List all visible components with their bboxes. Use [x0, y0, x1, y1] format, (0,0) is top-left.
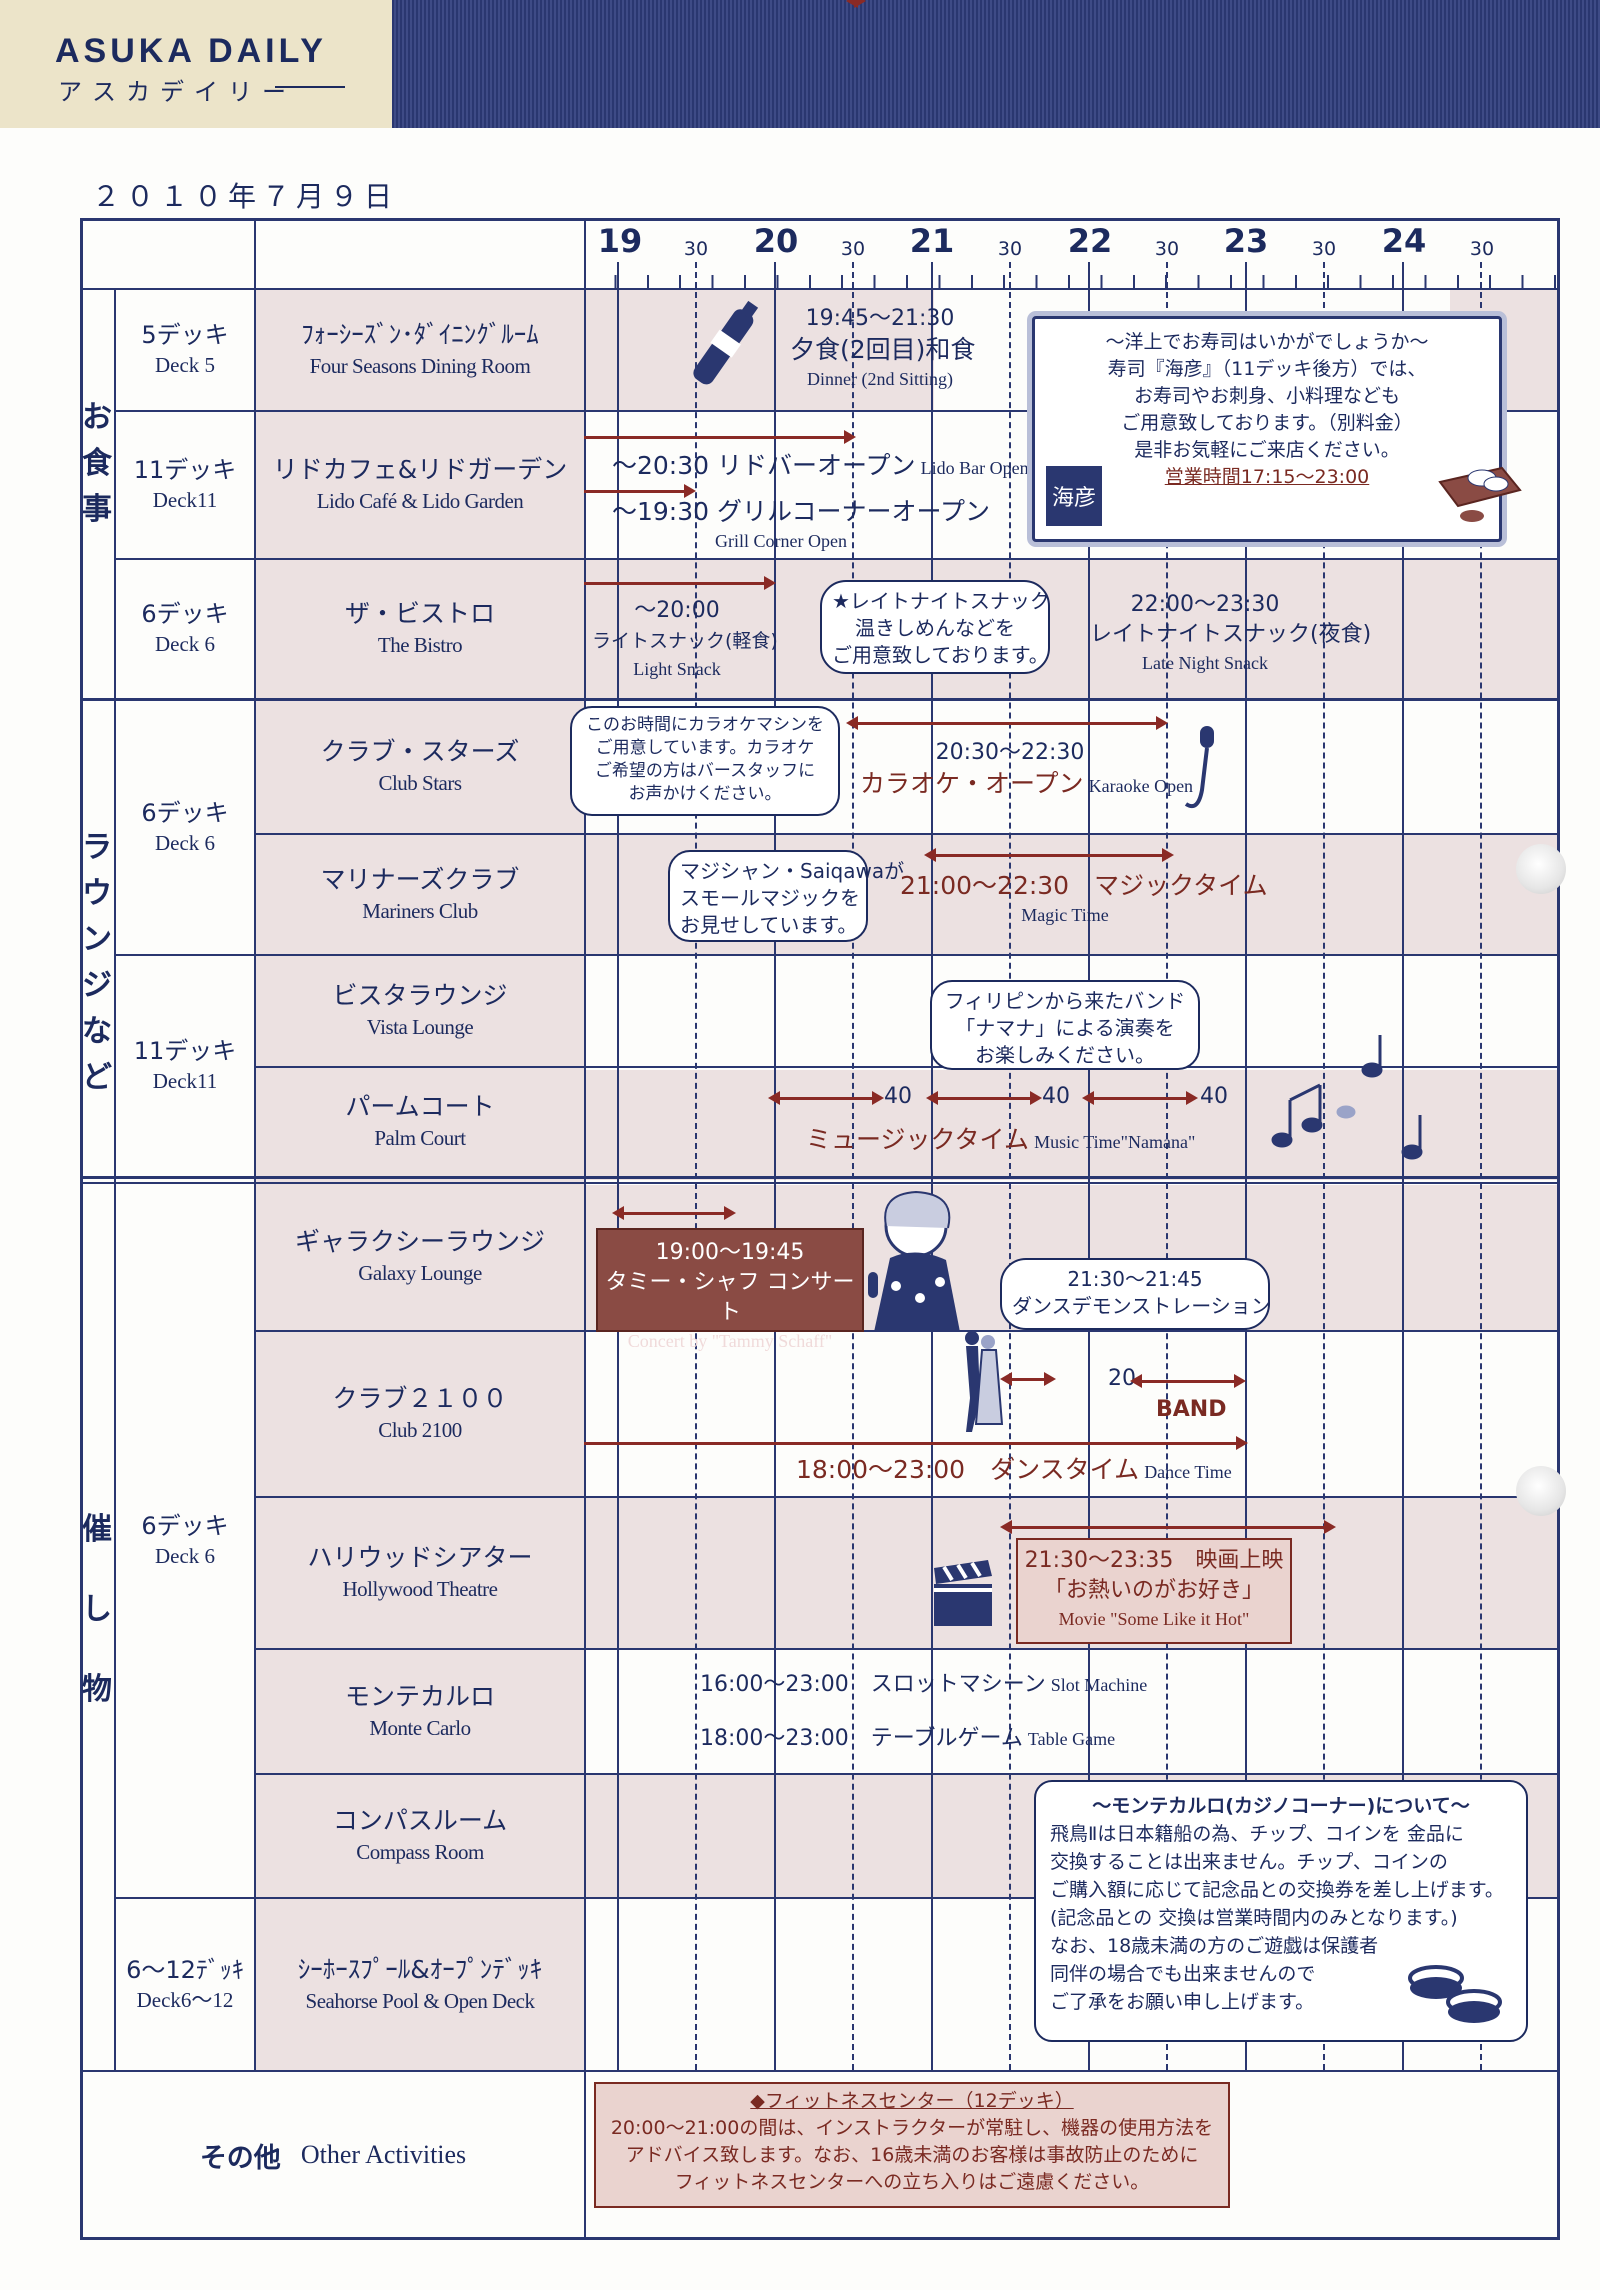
casino-chips-icon	[1408, 1965, 1502, 2023]
grill-event: 〜19:30 グリルコーナーオープン Grill Corner Open	[612, 497, 990, 551]
band-arrow	[1130, 1374, 1246, 1388]
music-notes-icon	[1271, 1035, 1423, 1160]
category-dining: お食事	[82, 400, 112, 527]
bistro-light-arrow	[584, 576, 776, 590]
hour-20: 20	[753, 222, 799, 260]
dance-time-event: 18:00〜23:00 ダンスタイム Dance Time	[796, 1455, 1232, 1484]
magic-event: 21:00〜22:30 マジックタイム Magic Time	[900, 871, 1268, 925]
half-2130: 30	[997, 238, 1023, 260]
music-interval: 40	[884, 1084, 912, 1109]
grill-arrow	[584, 484, 696, 498]
sake-bottle-icon	[693, 300, 759, 385]
logo-title-ja: アスカデイリー	[58, 78, 296, 106]
bistro-late-snack: 22:00〜23:30 レイトナイトスナック(夜食) Late Night Sn…	[1090, 592, 1372, 673]
timeline-ticks	[584, 275, 1560, 289]
sushi-logo: 海彦	[1046, 466, 1102, 526]
row-shade	[584, 1070, 1557, 1180]
dance-demo-arrow	[1000, 1372, 1056, 1386]
sushi-notice: 〜洋上でお寿司はいかがでしょうか〜 寿司『海彦』（11デッキ後方）では、 お寿司…	[1032, 316, 1502, 542]
logo-box	[0, 0, 392, 128]
bistro-late-bubble: ★レイトナイトスナック温きしめんなどをご用意致しております。	[820, 580, 1050, 674]
binder-hole	[1516, 844, 1566, 894]
row-shade	[584, 290, 934, 410]
hour-23: 23	[1223, 222, 1269, 260]
band-label: BAND	[1156, 1397, 1227, 1422]
concert-box: 19:00〜19:45 タミー・シャフ コンサート Concert by "Ta…	[596, 1228, 864, 1351]
microphone-icon	[1184, 726, 1214, 809]
half-1930: 30	[683, 238, 709, 260]
hour-24: 24	[1381, 222, 1427, 260]
binder-hole	[1516, 1466, 1566, 1516]
karaoke-arrow	[846, 716, 1168, 730]
dance-time-arrow	[584, 1436, 1248, 1450]
category-events: 催し物	[82, 1512, 112, 1707]
karaoke-bubble: このお時間にカラオケマシンをご用意しています。カラオケご希望の方はバースタッフに…	[570, 706, 840, 816]
magic-bubble: マジシャン・Saiqawaがスモールマジックをお見せしています。	[668, 850, 904, 942]
hour-19: 19	[597, 222, 643, 260]
music-arrow-1	[768, 1091, 884, 1105]
dinner-event: 19:45〜21:30 夕食(2回目)和食 Dinner (2nd Sittin…	[790, 306, 976, 389]
half-2330: 30	[1311, 238, 1337, 260]
casino-notice: 〜モンテカルロ(カジノコーナー)について〜 飛鳥Ⅱは日本籍船の為、チップ、コイン…	[1034, 1780, 1528, 2042]
music-interval: 40	[1200, 1084, 1228, 1109]
magic-arrow	[924, 848, 1174, 862]
band-bubble: フィリピンから来たバンド「ナマナ」による演奏をお楽しみください。	[930, 980, 1200, 1070]
music-time-event: ミュージックタイム Music Time"Namana"	[806, 1125, 1196, 1154]
logo-underline	[275, 86, 345, 88]
dancing-couple-icon	[965, 1331, 1004, 1432]
logo-title-en: ASUKA DAILY	[55, 32, 327, 70]
karaoke-event: 20:30〜22:30 カラオケ・オープン Karaoke Open	[860, 740, 1194, 798]
clapperboard-icon	[934, 1560, 992, 1626]
hour-22: 22	[1067, 222, 1113, 260]
fitness-center-box: ◆フィットネスセンター（12デッキ） 20:00〜21:00の間は、インストラク…	[594, 2082, 1230, 2208]
singer-illustration-icon	[868, 1190, 960, 1332]
half-2030: 30	[840, 238, 866, 260]
movie-box: 21:30〜23:35 映画上映 「お熱いのがお好き」 Movie "Some …	[1016, 1538, 1292, 1644]
bistro-light-snack: 〜20:00 ライトスナック(軽食) Light Snack	[592, 598, 778, 679]
movie-arrow	[1000, 1520, 1336, 1534]
music-arrow-3	[1082, 1091, 1198, 1105]
half-2430: 30	[1469, 238, 1495, 260]
music-arrow-2	[926, 1091, 1042, 1105]
half-2230: 30	[1154, 238, 1180, 260]
table-game-event: 18:00〜23:00 テーブルゲーム Table Game	[700, 1726, 1116, 1751]
lido-bar-event: 〜20:30 リドバーオープン Lido Bar Open	[612, 451, 1029, 480]
other-activities-label: その他 Other Activities	[199, 2140, 467, 2174]
page-date: ２０１０年７月９日	[92, 180, 399, 213]
sushi-plate-icon	[1438, 466, 1522, 522]
schedule-table	[80, 218, 1560, 2240]
category-lounges: ラウンジなど	[82, 830, 112, 1095]
concert-arrow	[612, 1206, 736, 1220]
slot-machine-event: 16:00〜23:00 スロットマシーン Slot Machine	[700, 1672, 1148, 1697]
lido-bar-arrow	[584, 430, 856, 444]
music-interval: 40	[1042, 1084, 1070, 1109]
hour-21: 21	[909, 222, 955, 260]
